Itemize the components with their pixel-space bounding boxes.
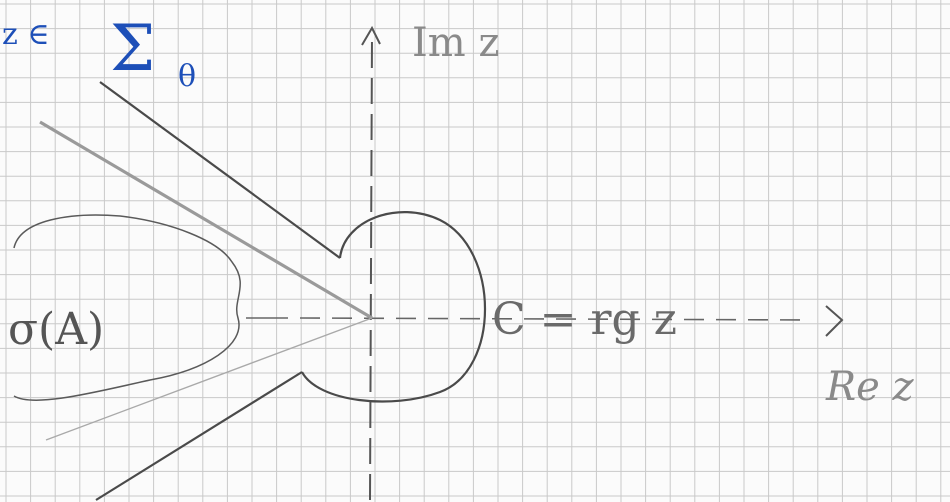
angle-ray-upper	[39, 120, 373, 320]
spectrum-region-outline	[13, 214, 241, 401]
angle-ray-lower	[45, 317, 373, 441]
label-im-axis: Im z	[412, 20, 500, 66]
label-theta-subscript: θ	[178, 59, 196, 94]
label-z-in: z ∈	[2, 17, 50, 52]
contour-circle-arc	[301, 211, 487, 403]
imaginary-axis-arrowhead	[361, 25, 381, 46]
sector-ray-lower	[95, 371, 303, 501]
label-contour: C = rg z	[492, 294, 677, 345]
imaginary-axis	[369, 34, 373, 501]
label-re-axis: Re z	[825, 364, 915, 410]
label-spectrum: σ(A)	[8, 304, 104, 355]
real-axis-arrowhead	[825, 305, 844, 337]
label-sigma-symbol: Σ	[110, 12, 155, 86]
sector-ray-upper	[99, 81, 341, 259]
real-axis	[299, 317, 813, 321]
